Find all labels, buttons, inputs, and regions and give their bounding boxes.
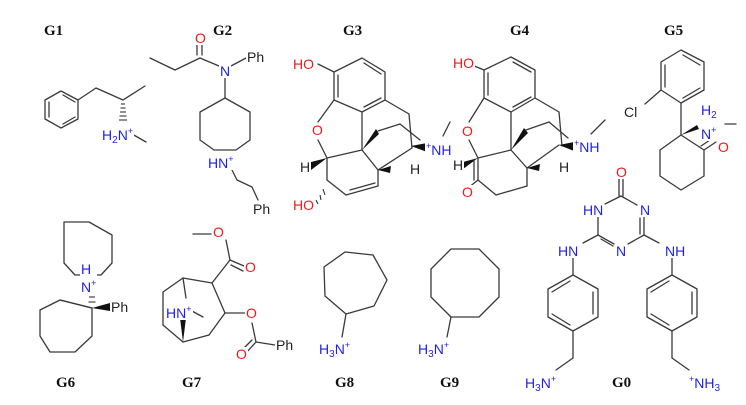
- g2-carbonyl-oxygen: O: [194, 30, 207, 46]
- g5-chlorine: Cl: [623, 104, 639, 120]
- label-g7: G7: [182, 375, 202, 391]
- g0-right-ammonium: +NH3: [688, 372, 722, 396]
- g7-ester-carbonyl-oxygen: O: [244, 259, 257, 275]
- g7-benzoate-oxygen: O: [245, 305, 258, 321]
- label-g3: G3: [343, 23, 363, 39]
- molecule-g8-structure: [323, 251, 388, 338]
- label-g0: G0: [612, 375, 632, 391]
- g0-left-amine-nh: HN: [557, 243, 580, 259]
- g3-ether-oxygen: O: [311, 122, 324, 138]
- g4-ammonium-atom: +NH: [573, 136, 601, 155]
- g4-phenol-oh: HO: [452, 55, 475, 71]
- label-g8: G8: [335, 375, 355, 391]
- g0-ring-n-bottom: N: [615, 243, 628, 259]
- g7-benzoate-carbonyl-oxygen: O: [235, 346, 248, 362]
- g4-h-left: H: [452, 157, 465, 173]
- label-g5: G5: [664, 23, 684, 39]
- g3-ammonium-atom: +NH: [425, 139, 453, 158]
- g0-ring-nh: HN: [582, 202, 605, 218]
- g0-right-amine-nh: NH: [664, 243, 687, 259]
- g6-phenyl-label: Ph: [110, 299, 130, 315]
- g4-ether-oxygen: O: [461, 123, 474, 139]
- g2-piperidinium-atom: HN+: [207, 152, 235, 171]
- g2-phenethyl-phenyl-label: Ph: [252, 201, 272, 217]
- g8-ammonium-atom: H3N+: [318, 338, 352, 362]
- g0-ring-n-right: N: [639, 202, 652, 218]
- g9-ammonium-atom: H3N+: [417, 338, 451, 362]
- molecule-g4-structure: [463, 56, 606, 196]
- molecule-g0-structure: [547, 177, 698, 371]
- g0-carbonyl-oxygen: O: [615, 164, 628, 180]
- g7-ester-oxygen: O: [212, 224, 225, 240]
- molecule-g6-structure: [39, 221, 113, 353]
- g1-ammonium-atom: H2N+: [101, 124, 135, 148]
- molecule-g5-structure: [644, 49, 737, 191]
- label-g2: G2: [213, 23, 233, 39]
- molecule-g1-structure: [44, 85, 147, 143]
- g7-phenyl-label: Ph: [275, 337, 295, 353]
- g3-alcohol-oh: HO: [292, 197, 315, 213]
- g7-tropane-ammonium: HN+: [165, 302, 193, 321]
- g0-left-ammonium: H3N+: [524, 372, 558, 396]
- g3-phenol-oh: HO: [292, 56, 315, 72]
- g4-h-right: H: [558, 159, 571, 175]
- label-g6: G6: [56, 375, 76, 391]
- label-g4: G4: [510, 23, 530, 39]
- label-g1: G1: [44, 23, 64, 39]
- molecule-g9-structure: [430, 248, 500, 338]
- g3-h-right: H: [409, 161, 422, 177]
- g2-amide-nitrogen: N: [219, 63, 232, 79]
- g3-h-left: H: [299, 159, 312, 175]
- g2-phenyl-label: Ph: [246, 49, 266, 65]
- g4-ketone-oxygen: O: [461, 184, 474, 200]
- molecule-g2-structure: [149, 42, 259, 201]
- molecule-g3-structure: [311, 57, 451, 205]
- molecule-g7-structure: [162, 233, 276, 354]
- label-g9: G9: [440, 375, 460, 391]
- g5-ketone-oxygen: O: [717, 139, 730, 155]
